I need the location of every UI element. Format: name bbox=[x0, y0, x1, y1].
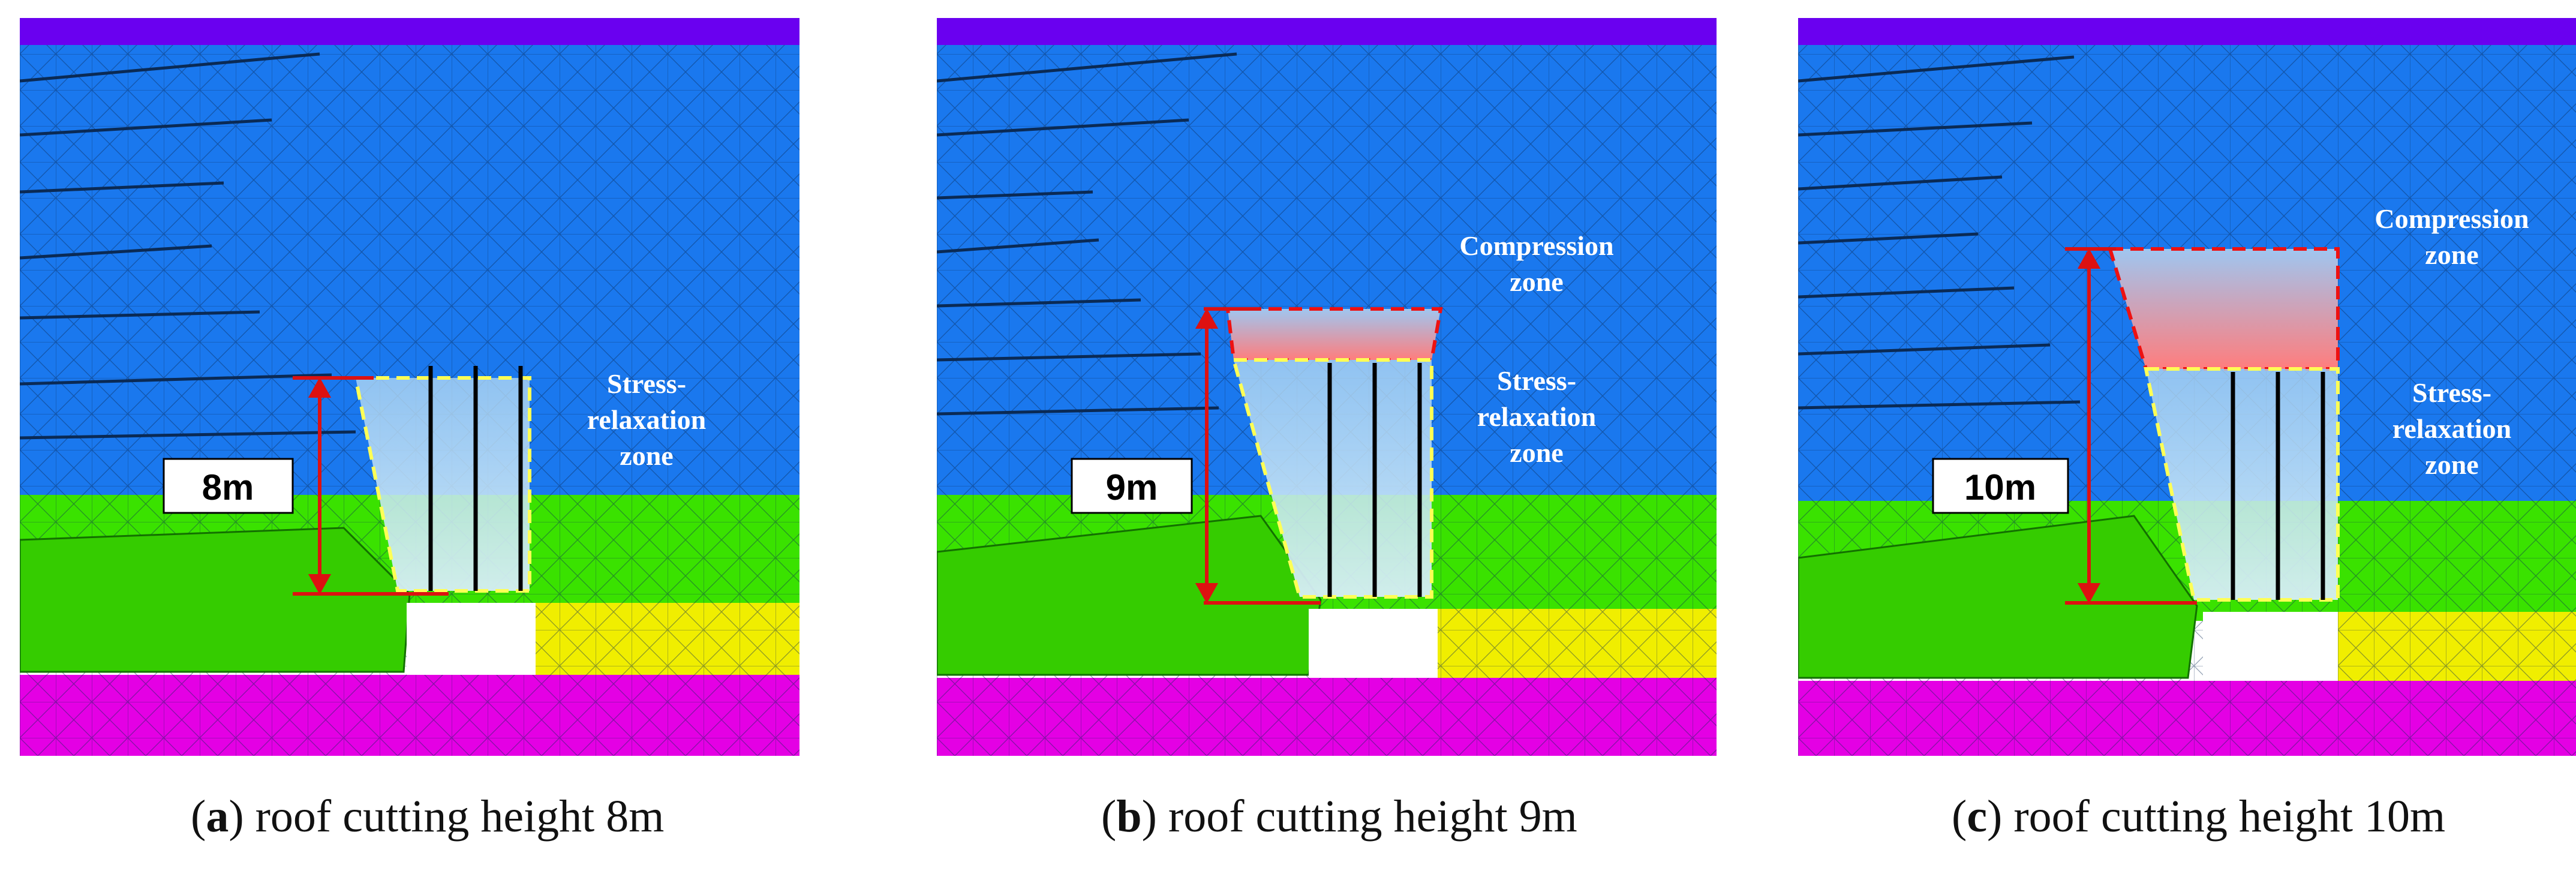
cables bbox=[1327, 363, 1422, 597]
compression-zone-label-line1: Compression bbox=[2374, 203, 2529, 234]
stress-zone-label-line1: Stress- bbox=[1497, 365, 1576, 396]
caption-letter: a bbox=[206, 791, 229, 842]
height-label: 9m bbox=[1106, 467, 1158, 507]
stress-zone-label-line2: relaxation bbox=[587, 404, 706, 435]
compression-zone-label-line2: zone bbox=[2425, 239, 2478, 270]
height-label-box bbox=[163, 458, 294, 514]
compression-zone bbox=[2107, 247, 2340, 371]
caving-zone bbox=[20, 527, 411, 673]
stress-zone-label-line2: relaxation bbox=[1477, 401, 1596, 432]
stress-zone-label-line3: zone bbox=[2425, 449, 2478, 480]
top-band bbox=[1798, 18, 2576, 45]
caption-letter: c bbox=[1967, 791, 1988, 842]
caption-b: (b) roof cutting height 9m bbox=[1101, 791, 1577, 842]
stress-relaxation-zone bbox=[1231, 358, 1433, 599]
caption-text: roof cutting height 9m bbox=[1168, 791, 1577, 842]
roadway bbox=[1309, 609, 1438, 678]
simulation-figure-b: 9m Compression zone Stress- relaxation z… bbox=[937, 18, 1717, 756]
caption-text: roof cutting height 10m bbox=[2013, 791, 2446, 842]
height-arrow bbox=[2065, 247, 2197, 605]
height-label: 8m bbox=[202, 467, 254, 507]
stress-zone-label-line1: Stress- bbox=[2412, 377, 2491, 408]
caption-text: roof cutting height 8m bbox=[255, 791, 665, 842]
stress-zone-label-line2: relaxation bbox=[2392, 413, 2511, 444]
simulation-figure-c: 10m Compression zone Stress- relaxation … bbox=[1798, 18, 2576, 756]
fracture-lines bbox=[937, 52, 1237, 416]
caption-a: (a) roof cutting height 8m bbox=[191, 791, 665, 842]
top-band bbox=[20, 18, 799, 45]
caving-zone bbox=[1798, 515, 2198, 679]
panel-a: 8m Stress- relaxation zone bbox=[20, 18, 799, 756]
caption-c: (c) roof cutting height 10m bbox=[1952, 791, 2446, 842]
stress-relaxation-zone bbox=[353, 376, 531, 593]
simulation-figure-a: 8m Stress- relaxation zone bbox=[20, 18, 799, 756]
height-label-box bbox=[1071, 458, 1193, 514]
cables bbox=[2231, 372, 2325, 600]
top-band bbox=[937, 18, 1717, 45]
panel-c: 10m Compression zone Stress- relaxation … bbox=[1798, 18, 2576, 756]
caption-letter: b bbox=[1116, 791, 1142, 842]
compression-zone-label-line1: Compression bbox=[1459, 230, 1613, 261]
cables bbox=[428, 366, 523, 591]
stress-zone-label-line1: Stress- bbox=[607, 368, 686, 399]
compression-zone-label-line2: zone bbox=[1510, 266, 1563, 297]
height-label-box bbox=[1932, 458, 2069, 514]
height-arrow bbox=[293, 376, 449, 596]
height-label: 10m bbox=[1964, 467, 2036, 507]
compression-zone bbox=[1225, 307, 1443, 362]
fracture-lines bbox=[1798, 55, 2081, 410]
stress-relaxation-zone bbox=[2144, 367, 2340, 602]
stress-zone-label-line3: zone bbox=[1510, 437, 1563, 468]
roadway bbox=[407, 603, 536, 675]
roadway bbox=[2203, 612, 2338, 681]
stress-zone-label-line3: zone bbox=[620, 440, 673, 471]
fracture-lines bbox=[20, 52, 356, 440]
panel-b: 9m Compression zone Stress- relaxation z… bbox=[937, 18, 1717, 756]
height-arrow bbox=[1195, 307, 1321, 605]
